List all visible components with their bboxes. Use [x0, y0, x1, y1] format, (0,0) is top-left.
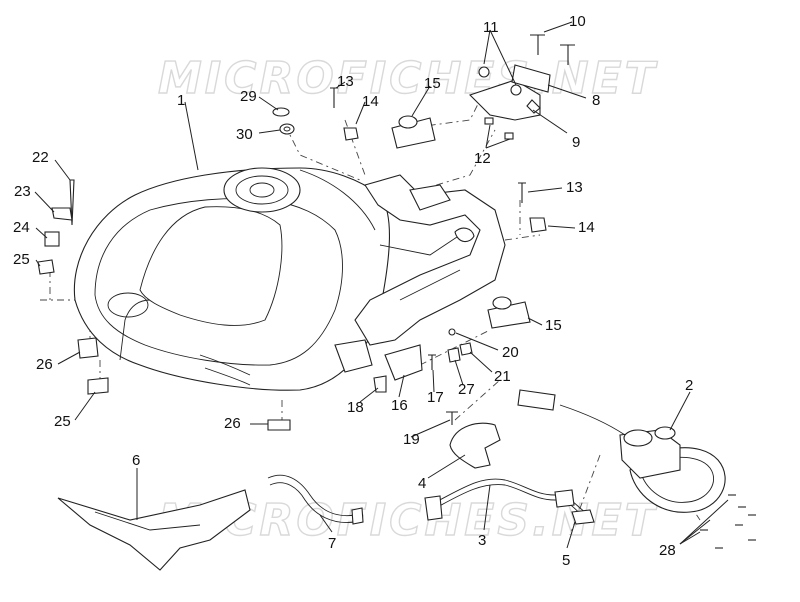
breather-hose-7 [267, 474, 364, 525]
callout-27: 27 [458, 381, 475, 398]
bracket-assembly [468, 34, 575, 140]
bolt-22 [69, 179, 75, 226]
callout-28: 28 [659, 542, 676, 559]
bracket-16 [384, 344, 423, 381]
watermark-top: MICROFICHES.NET [158, 53, 658, 104]
callout-15-top: 15 [424, 75, 441, 92]
callout-17: 17 [427, 389, 444, 406]
callout-11: 11 [483, 19, 499, 36]
callout-25-bottom: 25 [54, 413, 71, 430]
clip-18 [373, 375, 387, 393]
tank-frame [334, 174, 506, 373]
bushing-26-bottom [267, 419, 291, 431]
callout-4: 4 [418, 475, 426, 492]
spacer-24 [44, 231, 60, 247]
rubber-pad-15a [391, 115, 436, 149]
part-30 [279, 123, 295, 135]
callout-5: 5 [562, 552, 570, 569]
washer-14-top [343, 127, 359, 141]
washer-20 [448, 328, 456, 336]
callout-18: 18 [347, 399, 364, 416]
heat-shield-6 [57, 489, 251, 571]
callout-30: 30 [236, 126, 253, 143]
callout-13-right: 13 [566, 179, 583, 196]
callout-26-bottom: 26 [224, 415, 241, 432]
fuel-hose-3 [424, 478, 586, 521]
nut-21 [459, 342, 473, 356]
callout-24: 24 [13, 219, 30, 236]
callout-16: 16 [391, 397, 408, 414]
bushing-25-bottom [87, 377, 109, 395]
leader-lines [34, 21, 729, 549]
callout-26-left: 26 [36, 356, 53, 373]
bolt-17 [428, 354, 436, 370]
bracket-4 [449, 422, 501, 469]
bushing-25-top [37, 259, 55, 275]
bolt-13-right [518, 182, 526, 203]
callout-20: 20 [502, 344, 519, 361]
callout-9: 9 [572, 134, 580, 151]
callout-2: 2 [685, 377, 693, 394]
callout-15-right: 15 [545, 317, 562, 334]
callout-25-top: 25 [13, 251, 30, 268]
fuel-tank [73, 167, 390, 391]
callout-1: 1 [177, 92, 185, 109]
screw-19 [446, 411, 458, 425]
washer-23 [51, 207, 73, 221]
callout-labels: 1 2 3 4 5 6 7 8 9 10 11 12 13 14 15 13 1… [13, 13, 693, 569]
callout-21: 21 [494, 368, 511, 385]
washer-14-right [529, 217, 547, 233]
callout-13-top: 13 [337, 73, 354, 90]
callout-10: 10 [569, 13, 586, 30]
screws-28 [700, 494, 756, 549]
callout-8: 8 [592, 92, 600, 109]
callout-23: 23 [14, 183, 31, 200]
connector-5 [571, 509, 595, 525]
callout-19: 19 [403, 431, 420, 448]
callout-29: 29 [240, 88, 257, 105]
callout-7: 7 [328, 535, 336, 552]
callout-14-right: 14 [578, 219, 595, 236]
callout-12: 12 [474, 150, 491, 167]
callout-3: 3 [478, 532, 486, 549]
bushing-26-left [77, 337, 99, 359]
callout-14-top: 14 [362, 93, 379, 110]
part-29 [272, 107, 290, 117]
callout-6: 6 [132, 452, 140, 469]
rubber-pad-15b [487, 296, 531, 329]
clip-27 [447, 347, 461, 363]
callout-22: 22 [32, 149, 49, 166]
fuel-pump [517, 389, 726, 513]
